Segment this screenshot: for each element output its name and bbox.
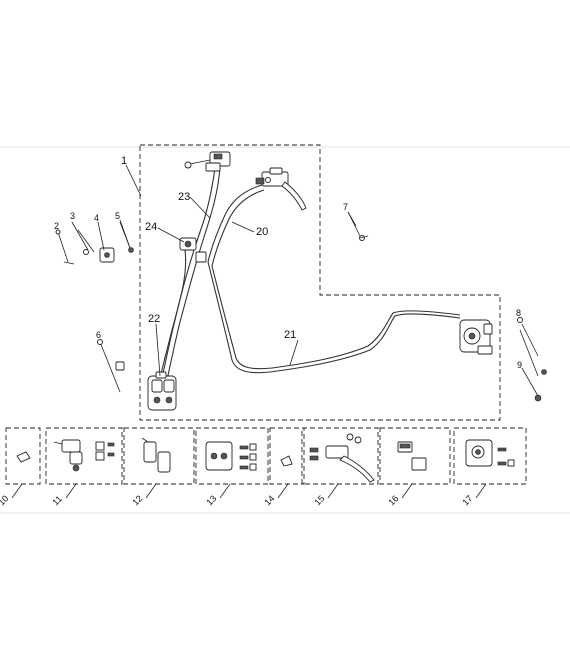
label-3: 3 <box>70 211 75 221</box>
leader-lines-kits <box>11 483 487 499</box>
hose-junction <box>179 237 207 263</box>
kit-box-14 <box>269 427 305 485</box>
label-21: 21 <box>284 329 296 341</box>
kit-box-15 <box>301 427 379 485</box>
label-15: 15 <box>312 493 326 507</box>
label-23: 23 <box>178 191 190 203</box>
label-4: 4 <box>94 213 99 223</box>
leader-lines-main <box>97 164 539 397</box>
kit-11-content <box>53 439 115 472</box>
label-12: 12 <box>130 493 144 507</box>
kit-boxes <box>5 427 527 485</box>
label-7: 7 <box>343 202 348 212</box>
label-16: 16 <box>386 493 400 507</box>
label-11: 11 <box>50 494 64 508</box>
label-9: 9 <box>517 360 522 370</box>
kit-16-content <box>397 441 427 471</box>
brake-hoses <box>159 167 461 381</box>
label-14: 14 <box>262 493 276 507</box>
main-part-labels: 1 2 3 4 5 6 7 8 9 20 21 22 23 24 <box>54 155 522 370</box>
left-master-cylinder <box>184 151 231 172</box>
fastener-7 <box>347 211 369 241</box>
kit-labels: 10 11 12 13 14 15 16 17 <box>0 493 474 507</box>
kit-15-content <box>309 433 375 483</box>
label-24: 24 <box>145 221 157 233</box>
label-22: 22 <box>148 313 160 325</box>
kit-14-content <box>280 455 293 467</box>
rear-caliper <box>459 319 493 355</box>
label-8: 8 <box>516 308 521 318</box>
kit-box-16 <box>379 427 451 485</box>
kit-box-11 <box>45 427 123 485</box>
label-5: 5 <box>115 211 120 221</box>
fasteners-right <box>517 317 547 402</box>
assembly-boundary <box>139 144 501 421</box>
label-20: 20 <box>256 226 268 238</box>
label-1: 1 <box>121 155 127 167</box>
right-master-cylinder <box>255 167 307 211</box>
kit-box-10 <box>5 427 41 485</box>
kit-12-content <box>141 437 171 473</box>
label-13: 13 <box>204 493 218 507</box>
label-6: 6 <box>96 330 101 340</box>
kit-box-17 <box>453 427 527 485</box>
label-17: 17 <box>460 493 474 507</box>
kit-13-content <box>205 441 257 471</box>
label-10: 10 <box>0 493 10 507</box>
kit-17-content <box>465 439 515 467</box>
kit-box-13 <box>195 427 269 485</box>
fasteners-left <box>55 221 134 393</box>
kit-10-content <box>16 451 31 463</box>
front-caliper <box>147 371 177 411</box>
label-2: 2 <box>54 221 59 231</box>
kit-box-12 <box>123 427 195 485</box>
